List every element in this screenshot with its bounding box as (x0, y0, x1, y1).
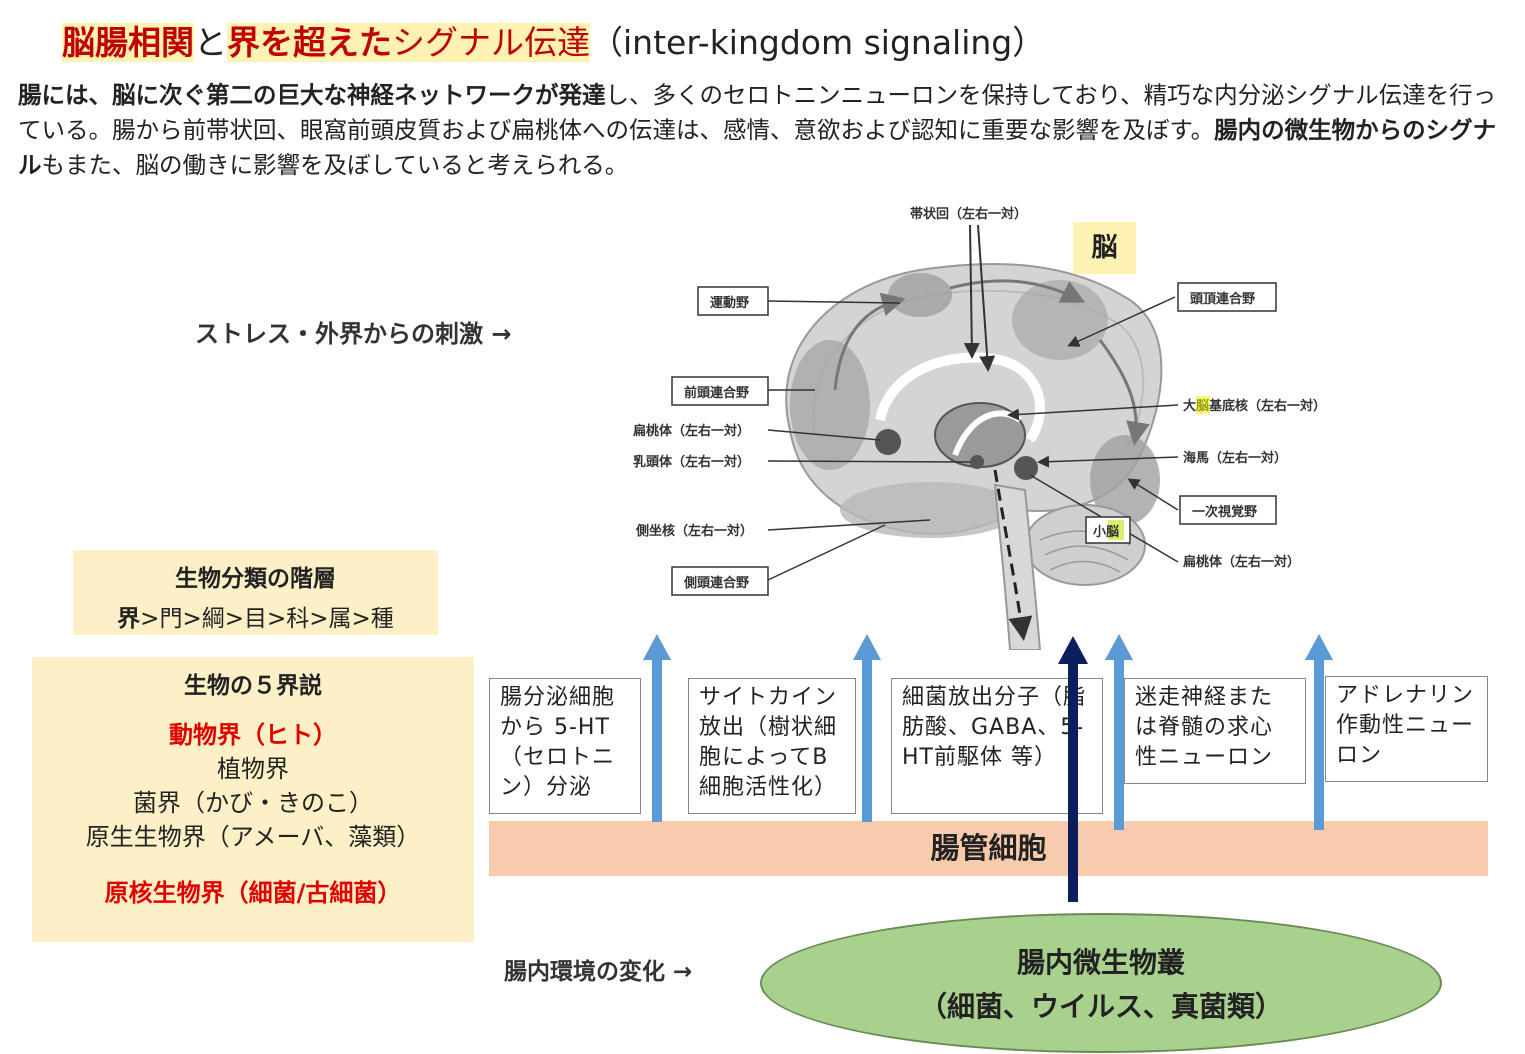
label-amygdala-left: 扁桃体（左右一対） (633, 423, 750, 439)
title-cross-kingdom: 界を超えた (227, 23, 392, 62)
signal-box-adrenergic: アドレナリン作動性ニューロン (1325, 676, 1488, 782)
amygdala-left-shape (875, 429, 901, 455)
title-and: と (194, 23, 227, 62)
label-parietal: 頭頂連合野 (1190, 291, 1255, 307)
label-mammillary: 乳頭体（左右一対） (633, 454, 750, 470)
label-prefrontal: 前頭連合野 (684, 385, 749, 401)
stress-label: ストレス・外界からの刺激 → (195, 320, 512, 348)
gut-cells-band: 腸管細胞 (489, 821, 1488, 876)
title-brain-gut: 脳腸相関 (62, 23, 194, 62)
amygdala-right-shape (1014, 456, 1038, 480)
kingdom-animal: 動物界（ヒト） (169, 721, 337, 749)
kingdom-fungi: 菌界（かび・きのこ） (133, 789, 373, 817)
brain-illustration: 帯状回（左右一対） 運動野 頭頂連合野 前頭連合野 扁桃体（左右一対） 乳頭体（… (633, 206, 1326, 650)
title-signaling: シグナル伝達 (392, 23, 590, 62)
hierarchy-title: 生物分類の階層 (175, 566, 336, 592)
page-title: 脳腸相関と界を超えたシグナル伝達（inter-kingdom signaling… (62, 16, 1045, 64)
kingdom-protist: 原生生物界（アメーバ、藻類） (85, 823, 421, 851)
label-cingulate: 帯状回（左右一対） (910, 206, 1027, 222)
intro-bold-2: 腸内の微生物からのシグナル (18, 116, 1497, 179)
label-amygdala-right: 扁桃体（左右一対） (1183, 554, 1300, 570)
gut-microbiota-ellipse: 腸内微生物叢 （細菌、ウイルス、真菌類） (760, 913, 1442, 1053)
temporal-area (840, 482, 1020, 538)
signal-box-bacterial-molecules: 細菌放出分子（脂肪酸、GABA、5-HT前駆体 等） (891, 678, 1103, 814)
signal-box-5ht: 腸分泌細胞から 5-HT（セロトニン）分泌 (489, 678, 641, 814)
microbiota-title: 腸内微生物叢 (1016, 946, 1185, 979)
gut-environment-label: 腸内環境の変化 → (504, 959, 693, 985)
visual-area (1090, 435, 1160, 525)
taxonomy-hierarchy-box: 生物分類の階層 界>門>綱>目>科>属>種 (73, 550, 438, 635)
mammillary-shape (970, 455, 984, 469)
title-english: （inter-kingdom signaling） (590, 23, 1046, 62)
motor-area (888, 273, 952, 317)
five-kingdoms-title: 生物の５界説 (184, 673, 322, 699)
prefrontal-area (790, 340, 870, 470)
microbiota-subtitle: （細菌、ウイルス、真菌類） (918, 990, 1283, 1023)
hierarchy-ranks: 界>門>綱>目>科>属>種 (117, 606, 394, 632)
label-cerebellum: 小脳 (1093, 525, 1119, 540)
label-motor: 運動野 (710, 295, 749, 311)
five-kingdoms-box: 生物の５界説 動物界（ヒト） 植物界 菌界（かび・きのこ） 原生生物界（アメーバ… (32, 657, 474, 942)
arrow-5ht (643, 634, 671, 822)
intro-paragraph: 腸には、脳に次ぐ第二の巨大な神経ネットワークが発達し、多くのセロトニンニューロン… (18, 78, 1513, 183)
signal-box-vagus: 迷走神経または脊髄の求心性ニューロン (1124, 678, 1306, 784)
signal-box-cytokine: サイトカイン放出（樹状細胞によってB細胞活性化） (688, 678, 856, 814)
label-hippocampus: 海馬（左右一対） (1183, 450, 1287, 466)
label-accumbens: 側坐核（左右一対） (635, 523, 753, 539)
intro-text-2: もまた、脳の働きに影響を及ぼしていると考えられる。 (41, 151, 629, 179)
arrow-cytokine (853, 634, 881, 822)
label-temporal: 側頭連合野 (683, 575, 749, 591)
label-visual-cortex: 一次視覚野 (1192, 504, 1257, 520)
gut-cells-label: 腸管細胞 (930, 831, 1047, 865)
brain-heading: 脳 (1073, 222, 1136, 274)
kingdom-prokaryote: 原核生物界（細菌/古細菌） (104, 879, 402, 907)
kingdom-plant: 植物界 (217, 755, 289, 783)
intro-bold-1: 腸には、脳に次ぐ第二の巨大な神経ネットワークが発達 (18, 81, 606, 109)
intro-text-1: し、多くのセロトニンニューロンを保持しており、精巧な内分泌シグナル伝達を行ってい… (18, 81, 1497, 144)
